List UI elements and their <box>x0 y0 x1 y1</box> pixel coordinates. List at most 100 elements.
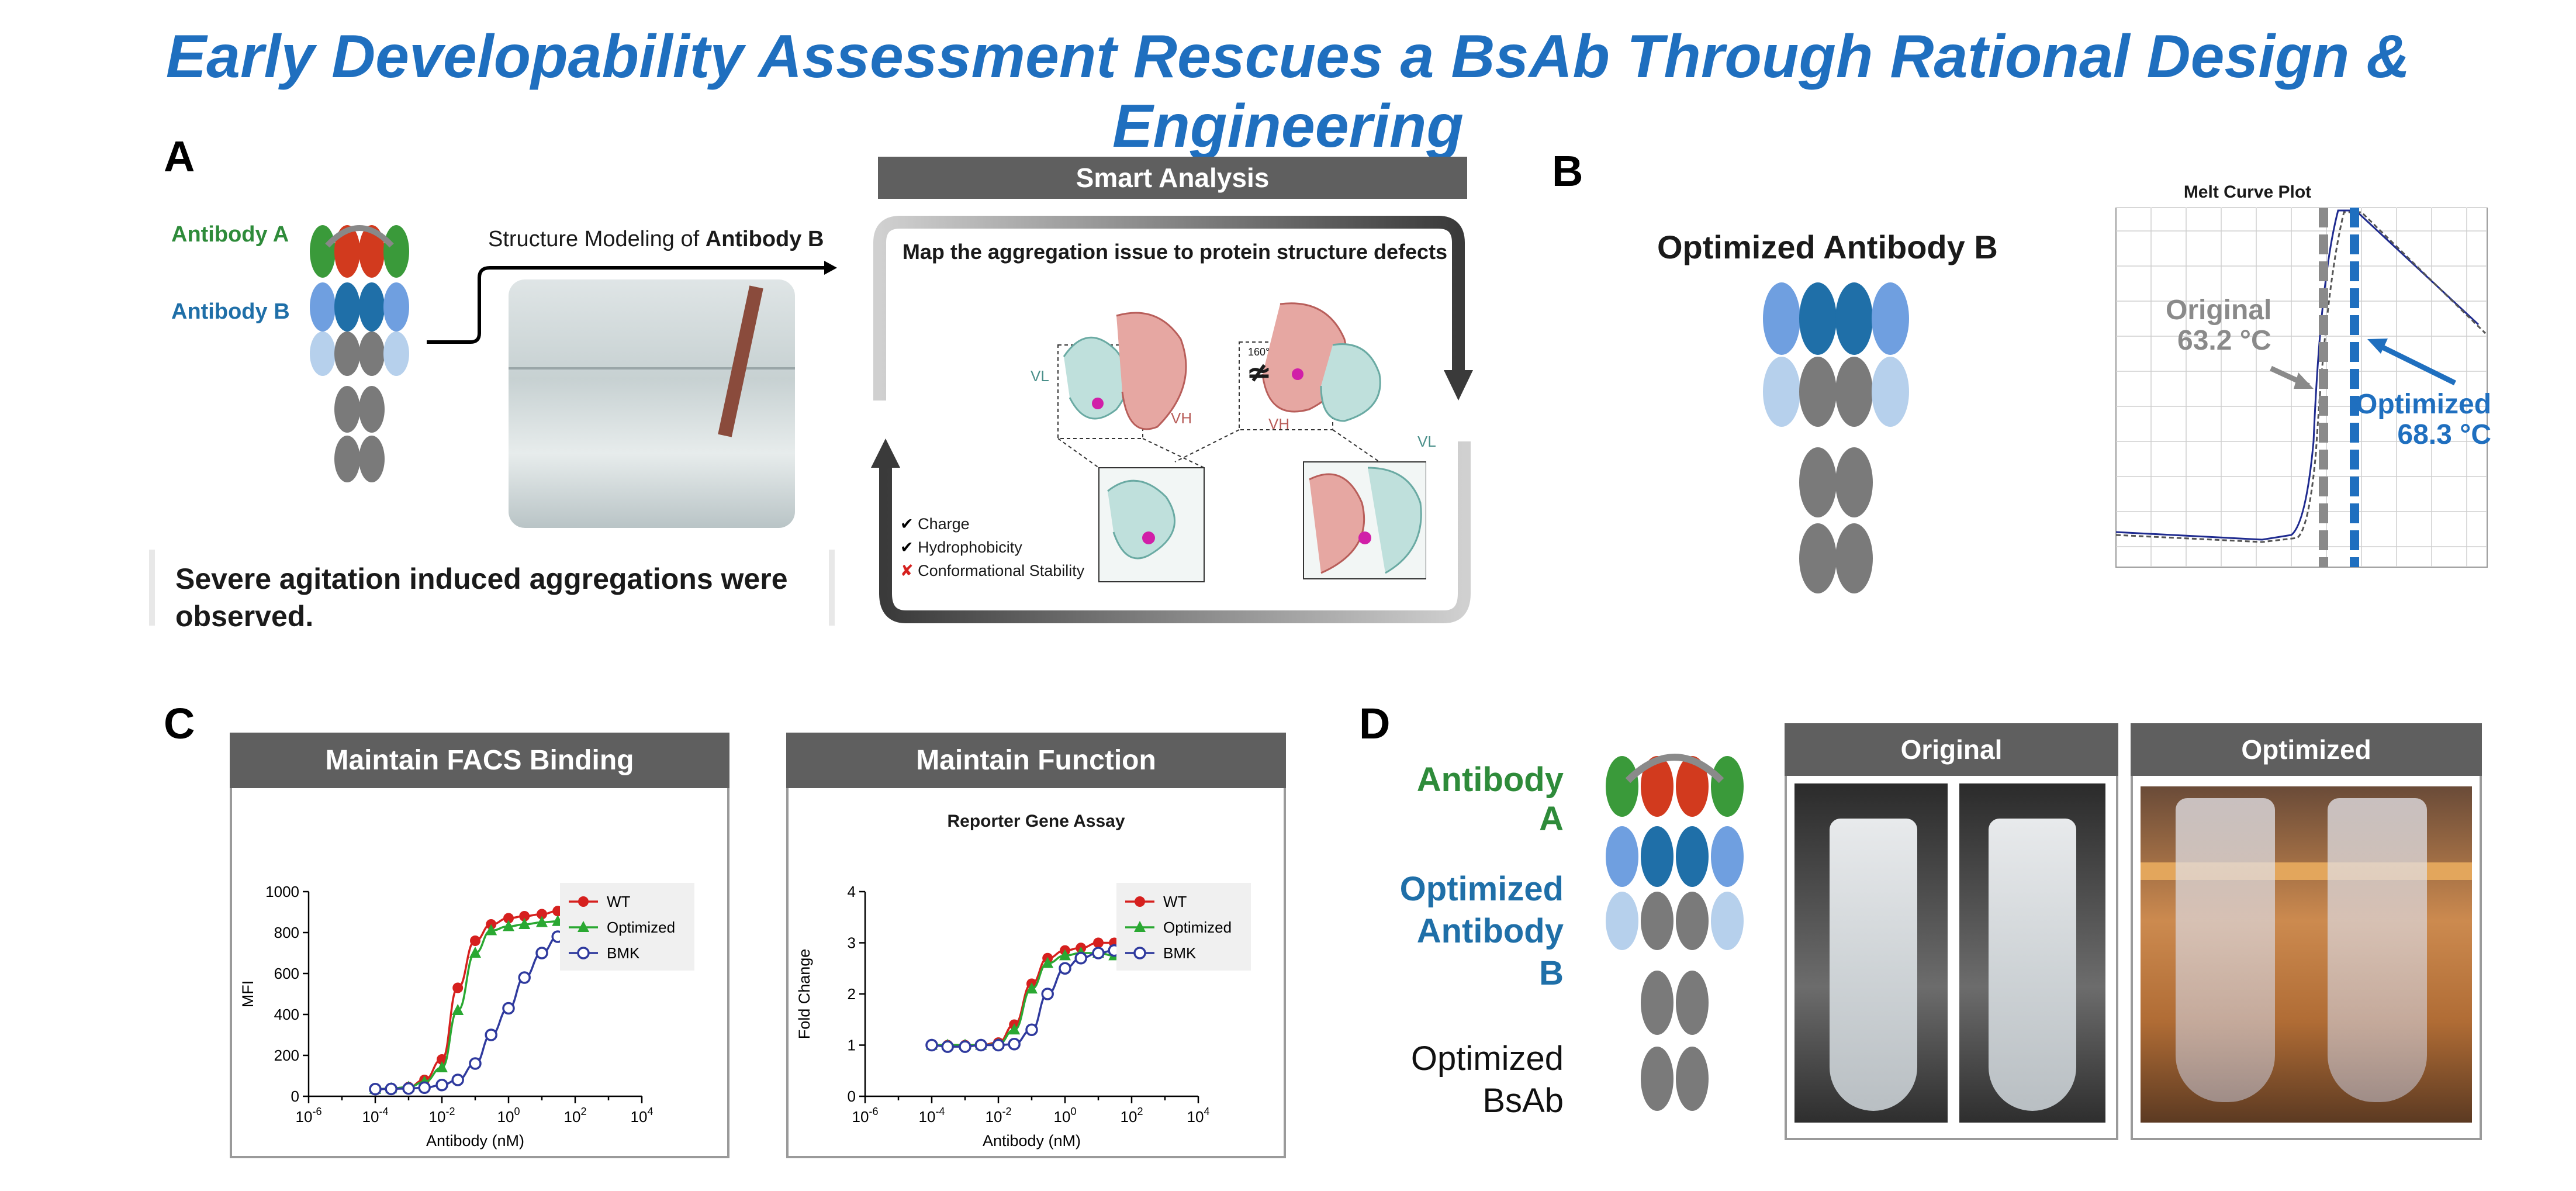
y-axis-label: Fold Change <box>796 949 813 1040</box>
y-tick-label: 800 <box>274 924 299 941</box>
optimized-antibody-b-label: Optimized Antibody B <box>1388 868 1564 995</box>
y-axis-label: MFI <box>239 981 257 1008</box>
checklist-label: Conformational Stability <box>918 562 1085 579</box>
map-text: Map the aggregation issue to protein str… <box>902 240 1448 264</box>
data-point <box>469 947 481 958</box>
y-tick-label: 0 <box>291 1088 299 1105</box>
panel-letter-b: B <box>1552 147 1583 195</box>
x-tick-label: 102 <box>1121 1106 1143 1126</box>
data-point <box>418 1081 431 1095</box>
optimized-bsab-line2: BsAb <box>1482 1082 1564 1120</box>
optimized-header: Optimized <box>2131 723 2482 776</box>
data-point <box>452 982 464 993</box>
data-point <box>503 920 514 931</box>
data-point <box>1092 947 1105 959</box>
x-tick-label: 104 <box>631 1106 653 1126</box>
melt-curve-title: Melt Curve Plot <box>2183 182 2312 202</box>
checklist: ✔ Charge ✔ Hydrophobicity ✘ Conformation… <box>900 512 1084 582</box>
y-tick-label: 200 <box>274 1047 299 1064</box>
legend-marker <box>1133 947 1146 959</box>
antibody-a-label-d: Antibody A <box>1416 761 1564 838</box>
data-point <box>469 1057 482 1070</box>
vh-left-label: VH <box>1171 409 1192 427</box>
x-tick-label: 10-2 <box>986 1106 1012 1126</box>
x-axis-label: Antibody (nM) <box>426 1132 524 1149</box>
structure-modeling-label: Structure Modeling of Antibody B <box>488 227 824 251</box>
optimized-bsab-line1: Optimized <box>1410 1040 1564 1078</box>
optimized-temp: 68.3 °C <box>2397 419 2492 450</box>
data-point <box>385 1082 397 1096</box>
panel-letter-c: C <box>164 699 195 748</box>
y-tick-label: 400 <box>274 1006 299 1023</box>
checklist-item: ✔ Hydrophobicity <box>900 536 1084 559</box>
data-point <box>536 916 548 927</box>
data-point <box>518 918 531 929</box>
data-point <box>470 935 480 946</box>
checklist-label: Hydrophobicity <box>918 538 1022 556</box>
check-icon: ✔ <box>900 515 914 533</box>
legend-marker <box>578 896 589 907</box>
legend-marker <box>1134 921 1146 932</box>
optimized-tm-label: Optimized 68.3 °C <box>2356 389 2491 450</box>
optimized-antibody-b-line1: Optimized <box>1399 870 1564 908</box>
facs-header: Maintain FACS Binding <box>230 733 729 788</box>
legend-label: WT <box>1163 893 1187 910</box>
observation-bar-right <box>829 550 835 626</box>
original-tube-photo-2 <box>1959 783 2105 1123</box>
x-tick-label: 10-4 <box>362 1106 389 1126</box>
observation-text: Severe agitation induced aggregations we… <box>175 562 788 633</box>
legend-label: BMK <box>607 944 640 962</box>
antibody-a-label: Antibody A <box>171 222 289 247</box>
optimized-label: Optimized <box>2356 389 2492 420</box>
data-point <box>1025 1023 1038 1036</box>
bsab-diagram-a <box>310 225 409 482</box>
data-point <box>1041 988 1054 1000</box>
page-title: Early Developability Assessment Rescues … <box>165 23 2411 160</box>
not-equal-icon: ≄ <box>1247 356 1271 389</box>
data-point <box>1042 957 1054 968</box>
data-point <box>1059 962 1071 975</box>
data-point <box>1026 982 1038 994</box>
checklist-label: Charge <box>918 515 970 533</box>
y-tick-label: 0 <box>848 1088 856 1105</box>
y-tick-label: 600 <box>274 965 299 982</box>
x-tick-label: 100 <box>1054 1106 1077 1126</box>
checklist-item: ✔ Charge <box>900 512 1084 536</box>
optimized-bsab-label: Optimized BsAb <box>1388 1038 1564 1122</box>
x-tick-label: 104 <box>1187 1106 1210 1126</box>
data-point <box>992 1038 1005 1052</box>
data-point <box>537 909 547 920</box>
function-header: Maintain Function <box>786 733 1286 788</box>
vl-left-label: VL <box>1031 367 1049 385</box>
original-header: Original <box>1785 723 2118 776</box>
vh-right-label: VH <box>1268 415 1290 433</box>
panel-letter-d: D <box>1359 699 1391 748</box>
data-point <box>1008 1023 1021 1035</box>
data-point <box>503 913 514 924</box>
data-point <box>402 1082 415 1095</box>
smart-analysis-header: Smart Analysis <box>878 157 1467 199</box>
data-point <box>485 1028 497 1041</box>
panel-letter-a: A <box>164 132 195 181</box>
optimized-antibody-b-heading: Optimized Antibody B <box>1657 229 1998 265</box>
reporter-title: Reporter Gene Assay <box>947 812 1125 831</box>
checklist-item: ✘ Conformational Stability <box>900 559 1084 582</box>
aggregation-bottle-photo <box>509 279 795 528</box>
original-temp: 63.2 °C <box>2177 325 2271 356</box>
y-tick-label: 3 <box>848 934 856 952</box>
protein-structure-figure <box>1057 302 1426 582</box>
data-point <box>1074 952 1087 965</box>
data-point <box>437 1054 447 1065</box>
cross-icon: ✘ <box>900 562 914 579</box>
optimized-tubes-photo <box>2141 786 2472 1123</box>
y-tick-label: 1 <box>848 1037 856 1054</box>
antibody-b-label: Antibody B <box>171 299 290 324</box>
y-tick-label: 1000 <box>265 883 299 900</box>
legend-label: Optimized <box>607 919 675 936</box>
data-point <box>502 1002 515 1015</box>
x-tick-label: 102 <box>564 1106 587 1126</box>
y-tick-label: 2 <box>848 985 856 1003</box>
original-tube-photo-1 <box>1794 783 1948 1123</box>
